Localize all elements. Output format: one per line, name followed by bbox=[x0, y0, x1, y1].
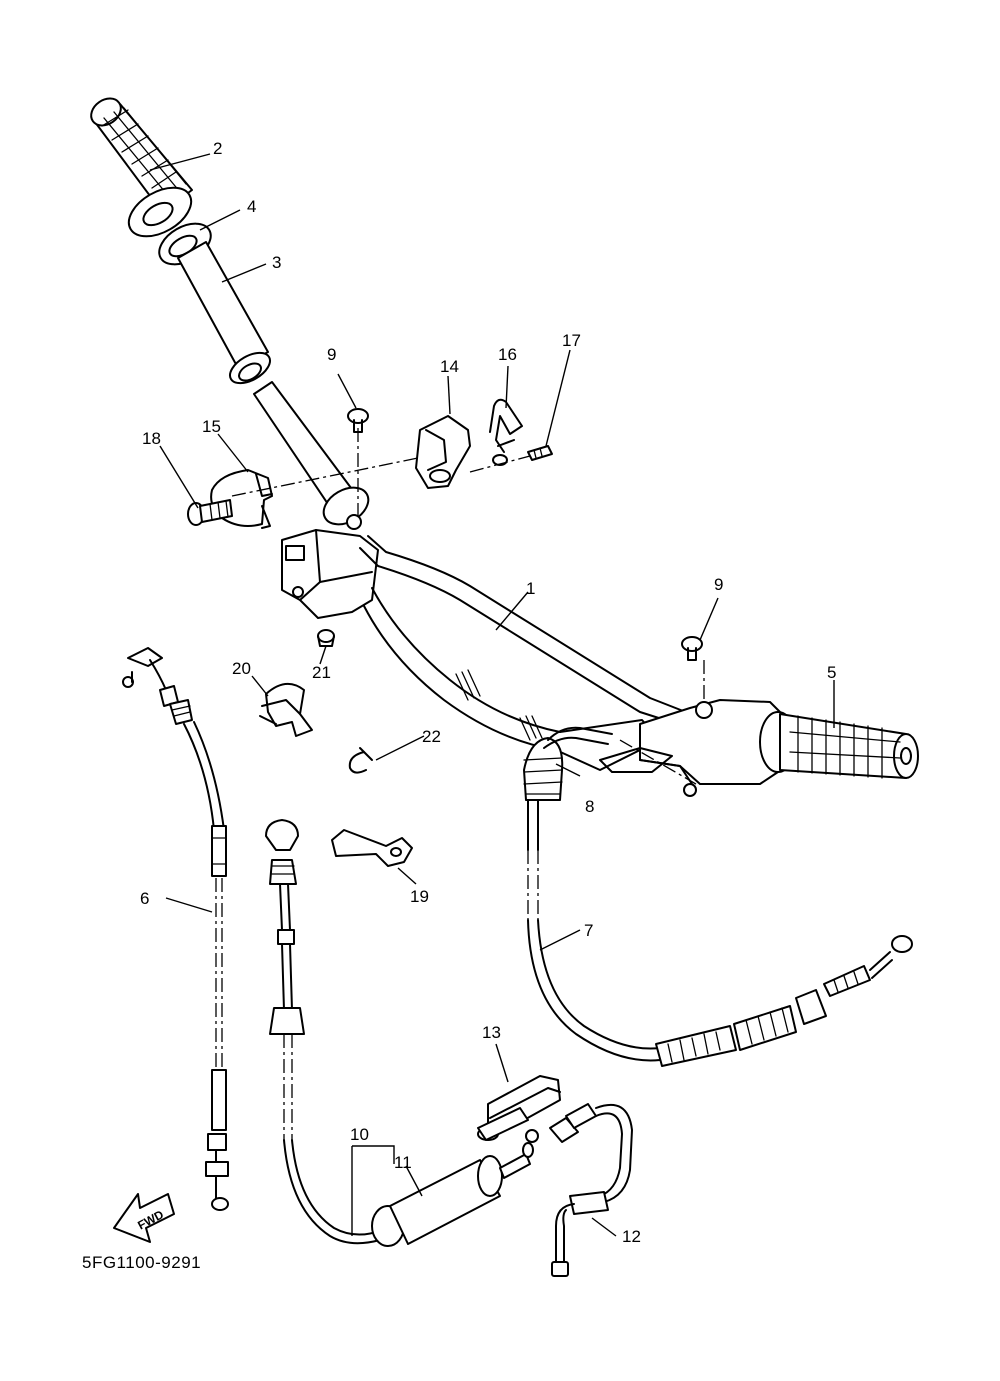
cable-part-12 bbox=[549, 1103, 633, 1277]
leader-lines bbox=[149, 153, 835, 1237]
forward-direction-arrow: FWD bbox=[113, 1193, 175, 1243]
throttle-tube-part-3 bbox=[177, 241, 271, 385]
clamp-part-14 bbox=[415, 415, 471, 489]
callout-22: 22 bbox=[422, 727, 441, 746]
alignment-lines bbox=[231, 428, 705, 785]
callout-3: 3 bbox=[272, 253, 281, 272]
callout-21: 21 bbox=[312, 663, 331, 682]
circlip-part-22 bbox=[348, 747, 373, 774]
callout-labels: 2 4 3 1 5 6 7 8 9 9 10 11 12 13 14 15 16… bbox=[140, 139, 836, 1246]
clutch-cable-part-7 bbox=[527, 799, 913, 1067]
choke-cable-part-10 bbox=[269, 883, 383, 1245]
callout-1: 1 bbox=[526, 579, 535, 598]
grip-ring-part-4 bbox=[158, 222, 212, 266]
choke-knob bbox=[265, 819, 299, 885]
callout-6: 6 bbox=[140, 889, 149, 908]
choke-bracket-part-13 bbox=[477, 1075, 561, 1143]
choke-plunger-part-11 bbox=[371, 1142, 534, 1247]
callout-9-left: 9 bbox=[327, 345, 336, 364]
screw-part-18 bbox=[187, 499, 233, 526]
clip-part-20 bbox=[259, 683, 313, 737]
screw-part-17 bbox=[527, 445, 553, 461]
callout-10: 10 bbox=[350, 1125, 369, 1144]
drawing-code: 5FG1100-9291 bbox=[82, 1253, 201, 1272]
screw-part-9-right bbox=[681, 636, 703, 661]
callout-5: 5 bbox=[827, 663, 836, 682]
callout-17: 17 bbox=[562, 331, 581, 350]
callout-18: 18 bbox=[142, 429, 161, 448]
clutch-perch bbox=[599, 699, 781, 797]
callout-16: 16 bbox=[498, 345, 517, 364]
left-grip-part-2 bbox=[90, 97, 193, 238]
cap-part-21 bbox=[317, 629, 335, 647]
cable-boot-part-8 bbox=[523, 726, 613, 801]
callout-20: 20 bbox=[232, 659, 251, 678]
callout-4: 4 bbox=[247, 197, 256, 216]
bracket-part-16 bbox=[489, 398, 523, 466]
callout-13: 13 bbox=[482, 1023, 501, 1042]
callout-15: 15 bbox=[202, 417, 221, 436]
callout-11: 11 bbox=[394, 1153, 412, 1172]
throttle-cable-part-6 bbox=[122, 647, 229, 1211]
callout-8: 8 bbox=[585, 797, 594, 816]
handlebar-part-1 bbox=[359, 535, 697, 771]
callout-14: 14 bbox=[440, 357, 459, 376]
throttle-housing bbox=[281, 514, 379, 619]
callout-9-right: 9 bbox=[714, 575, 723, 594]
callout-12: 12 bbox=[622, 1227, 641, 1246]
callout-19: 19 bbox=[410, 887, 429, 906]
right-grip-part-5 bbox=[759, 711, 919, 779]
callout-7: 7 bbox=[584, 921, 593, 940]
bracket-part-19 bbox=[331, 829, 413, 867]
callout-2: 2 bbox=[213, 139, 222, 158]
